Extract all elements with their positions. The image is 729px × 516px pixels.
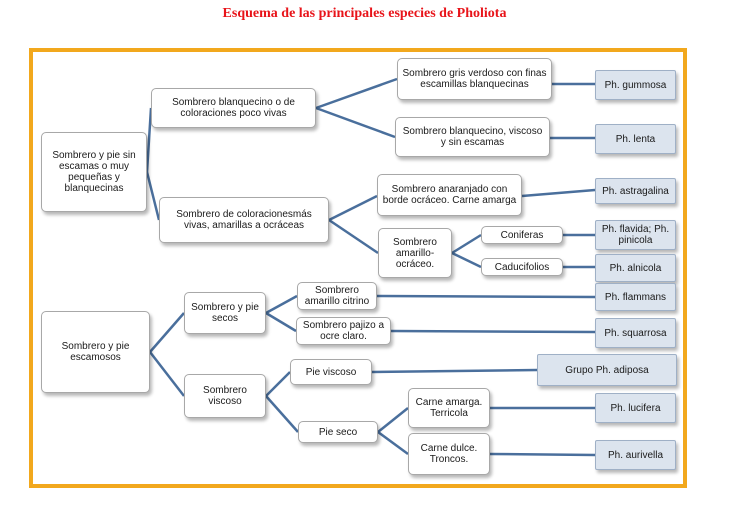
edge-n2a1-flammans: [376, 294, 596, 299]
edge-carnedulce-aurivella: [489, 452, 596, 457]
edge-n2b-pieviscoso: [265, 371, 291, 397]
species-aurivella: Ph. aurivella: [595, 440, 676, 470]
node-gris-verdoso: Sombrero gris verdoso con finas escamill…: [397, 58, 552, 100]
node-escamosos: Sombrero y pie escamosos: [41, 311, 150, 393]
node-viscoso: Sombrero viscoso: [184, 374, 266, 418]
node-carne-amarga: Carne amarga. Terricola: [408, 388, 490, 428]
edge-n1b2-caducifolios: [451, 251, 482, 269]
node-pie-secos: Sombrero y pie secos: [184, 292, 266, 334]
edge-n2b-pieseco: [265, 395, 299, 433]
edge-n2-n2a: [149, 312, 185, 353]
node-pie-seco: Pie seco: [298, 421, 378, 443]
edge-n1a-n1a1: [315, 77, 398, 110]
node-amarillo-ocraceo: Sombrero amarillo-ocráceo.: [378, 228, 452, 278]
node-pie-viscoso: Pie viscoso: [290, 359, 372, 385]
node-coniferas: Coniferas: [481, 226, 563, 244]
edge-pieseco-carnedulce: [377, 430, 409, 456]
species-flavida-pinicola: Ph. flavida; Ph. pinicola: [595, 220, 676, 250]
node-blanquecino-viscoso: Sombrero blanquecino, viscoso y sin esca…: [395, 117, 550, 157]
node-amarillo-citrino: Sombrero amarillo citrino: [297, 282, 377, 310]
node-pajizo: Sombrero pajizo a ocre claro.: [296, 317, 391, 345]
edge-n2a-n2a1: [265, 294, 298, 315]
diagram-frame: [29, 48, 687, 488]
species-astragalina: Ph. astragalina: [595, 178, 676, 204]
species-flammans: Ph. flammans: [595, 283, 676, 311]
species-adiposa: Grupo Ph. adiposa: [537, 354, 677, 386]
edge-n1b2-coniferas: [451, 233, 482, 255]
species-lenta: Ph. lenta: [595, 124, 676, 154]
species-alnicola: Ph. alnicola: [595, 254, 676, 282]
edge-n1b-n1b2: [328, 218, 379, 255]
edge-pieseco-carneamarga: [377, 407, 409, 433]
edge-n1b1-astragalina: [521, 188, 596, 198]
species-lucifera: Ph. lucifera: [595, 393, 676, 423]
edge-n1-n1b: [145, 171, 161, 221]
edge-n1a-n1a2: [315, 106, 396, 139]
species-squarrosa: Ph. squarrosa: [595, 318, 676, 348]
node-sin-escamas: Sombrero y pie sin escamas o muy pequeña…: [41, 132, 147, 212]
node-blanquecino: Sombrero blanquecino o de coloraciones p…: [151, 88, 316, 128]
edge-n2a2-squarrosa: [390, 329, 596, 334]
edge-n2a-n2a2: [265, 311, 297, 333]
diagram-title: Esquema de las principales especies de P…: [222, 6, 507, 21]
node-caducifolios: Caducifolios: [481, 258, 563, 276]
node-carne-dulce: Carne dulce. Troncos.: [408, 433, 490, 475]
node-coloraciones-vivas: Sombrero de coloracionesmás vivas, amari…: [159, 197, 329, 243]
edge-n2-n2b: [149, 351, 185, 397]
species-gummosa: Ph. gummosa: [595, 70, 676, 100]
node-anaranjado: Sombrero anaranjado con borde ocráceo. C…: [377, 174, 522, 216]
edge-n1-n1a: [145, 107, 153, 173]
edge-n1b-n1b1: [328, 194, 378, 222]
edge-pieviscoso-adiposa: [371, 368, 538, 374]
